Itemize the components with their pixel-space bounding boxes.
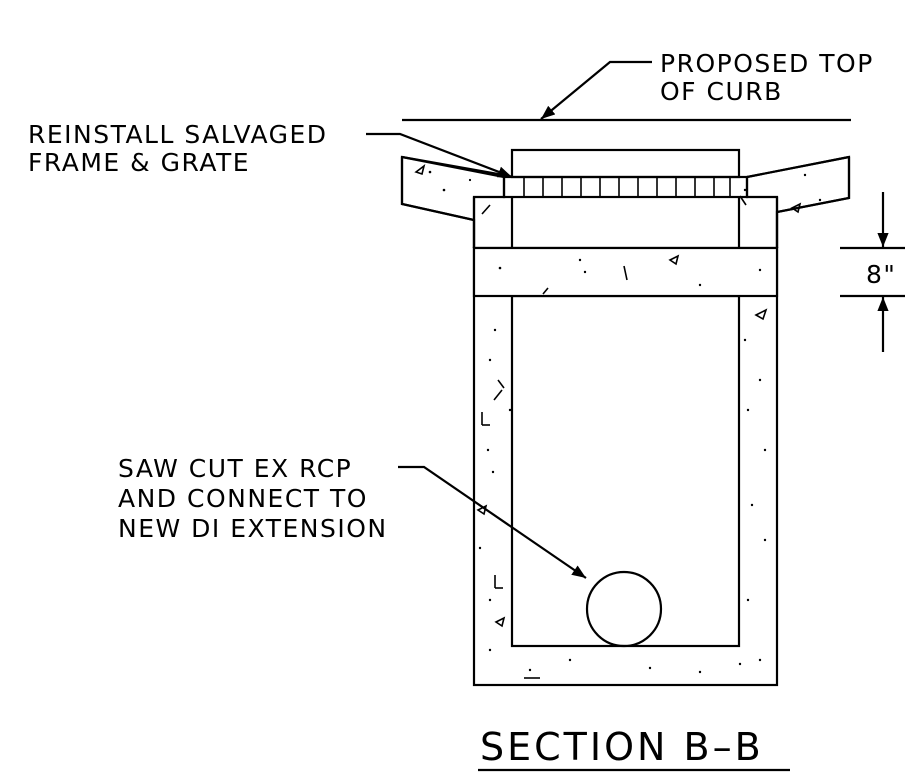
dimension-8-inch [840, 192, 905, 352]
label-dimension: 8" [866, 260, 896, 289]
label-reinstall-line1: REINSTALL SALVAGED [28, 120, 328, 149]
label-saw-cut-line1: SAW CUT EX RCP [118, 454, 352, 483]
grate [502, 175, 749, 199]
label-reinstall-line2: FRAME & GRATE [28, 148, 250, 177]
right-curb-wing [745, 155, 851, 248]
leader-top-of-curb [540, 60, 652, 120]
section-title: SECTION B–B [480, 725, 764, 769]
right-wing-top [746, 155, 850, 179]
rcp-pipe [585, 570, 663, 648]
left-wing-top [401, 155, 505, 179]
structure-outer-wall [472, 246, 779, 687]
frame [510, 148, 741, 179]
leader-saw-cut [398, 465, 587, 579]
label-saw-cut-line2: AND CONNECT TO [118, 484, 368, 513]
label-saw-cut-line3: NEW DI EXTENSION [118, 514, 388, 543]
label-proposed-top-line2: OF CURB [660, 77, 783, 106]
leader-frame-grate [366, 132, 513, 179]
label-proposed-top-line1: PROPOSED TOP [660, 49, 874, 78]
